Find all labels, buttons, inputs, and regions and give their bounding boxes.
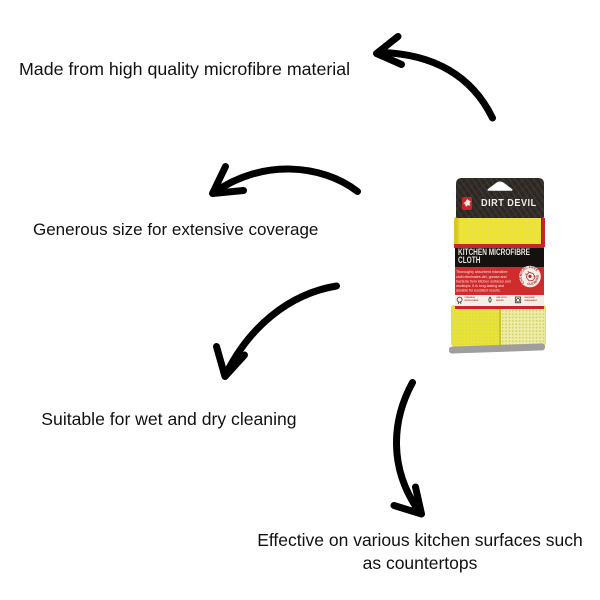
svg-text:cloth eliminates dirt, grease: cloth eliminates dirt, grease and (456, 274, 507, 278)
svg-text:durable for excellent results.: durable for excellent results. (456, 288, 501, 292)
svg-text:Thoroughly absorbent microfibr: Thoroughly absorbent microfibre (456, 270, 508, 274)
svg-text:MACHINE: MACHINE (524, 296, 535, 299)
svg-text:WASHABLE: WASHABLE (524, 299, 537, 302)
svg-text:MICROFIBRE: MICROFIBRE (464, 300, 478, 302)
svg-text:USE WITH: USE WITH (496, 297, 507, 299)
svg-text:bacteria from kitchen surfaces: bacteria from kitchen surfaces and (456, 279, 511, 283)
svg-text:WATER: WATER (496, 299, 504, 302)
svg-text:PREMIUM: PREMIUM (464, 297, 475, 299)
svg-text:worktops. It is long-lasting a: worktops. It is long-lasting and (456, 284, 504, 288)
